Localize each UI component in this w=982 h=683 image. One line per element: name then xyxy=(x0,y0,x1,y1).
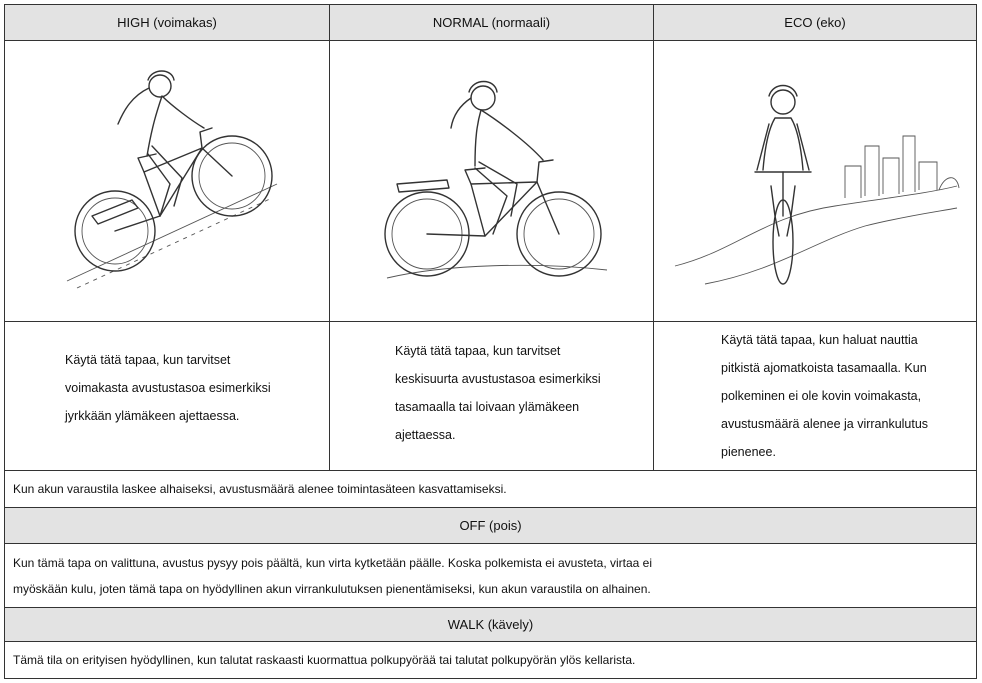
description-line: Käytä tätä tapaa, kun tarvitset xyxy=(395,344,561,358)
battery-note: Kun akun varaustila laskee alhaiseksi, a… xyxy=(13,482,507,496)
assist-mode-table: HIGH (voimakas) NORMAL (normaali) ECO (e… xyxy=(4,4,977,679)
mode-title-normal: NORMAL (normaali) xyxy=(330,5,654,40)
walk-text-row: Tämä tila on erityisen hyödyllinen, kun … xyxy=(5,642,976,678)
walk-text: Tämä tila on erityisen hyödyllinen, kun … xyxy=(13,653,636,667)
battery-note-row: Kun akun varaustila laskee alhaiseksi, a… xyxy=(5,471,976,508)
mode-title-high: HIGH (voimakas) xyxy=(5,5,330,40)
description-line: pitkistä ajomatkoista tasamaalla. Kun xyxy=(721,361,927,375)
description-line: polkeminen ei ole kovin voimakasta, xyxy=(721,389,922,403)
off-line: myöskään kulu, joten tämä tapa on hyödyl… xyxy=(13,581,651,596)
description-line: avustusmäärä alenee ja virrankulutus xyxy=(721,417,929,431)
off-text-row: Kun tämä tapa on valittuna, avustus pysy… xyxy=(5,544,976,608)
description-line: ajettaessa. xyxy=(395,428,456,442)
mode-header-row: HIGH (voimakas) NORMAL (normaali) ECO (e… xyxy=(5,5,976,41)
illustration-eco xyxy=(654,41,976,321)
description-line: keskisuurta avustustasoa esimerkiksi xyxy=(395,372,601,386)
description-line: tasamaalla tai loivaan ylämäkeen xyxy=(395,400,580,414)
off-title: OFF (pois) xyxy=(5,508,976,543)
description-high: Käytä tätä tapaa, kun tarvitset voimakas… xyxy=(5,322,330,470)
illustration-row xyxy=(5,41,976,322)
description-line: Käytä tätä tapaa, kun haluat nauttia xyxy=(721,333,918,347)
illustration-normal xyxy=(330,41,654,321)
off-line: Kun tämä tapa on valittuna, avustus pysy… xyxy=(13,555,653,570)
off-text: Kun tämä tapa on valittuna, avustus pysy… xyxy=(5,544,976,607)
illustration-high xyxy=(5,41,330,321)
description-eco: Käytä tätä tapaa, kun haluat nauttia pit… xyxy=(654,322,976,470)
description-line: Käytä tätä tapaa, kun tarvitset xyxy=(65,353,231,367)
mode-title-eco: ECO (eko) xyxy=(784,15,846,30)
cyclist-climbing-icon xyxy=(66,70,278,289)
cyclist-front-city-icon xyxy=(674,84,960,285)
walk-header-row: WALK (kävely) xyxy=(5,608,976,642)
description-normal: Käytä tätä tapaa, kun tarvitset keskisuu… xyxy=(330,322,654,470)
cyclist-cruising-icon xyxy=(383,80,607,279)
description-line: pienenee. xyxy=(721,445,776,459)
description-line: voimakasta avustustasoa esimerkiksi xyxy=(65,381,271,395)
walk-title: WALK (kävely) xyxy=(5,608,976,641)
off-header-row: OFF (pois) xyxy=(5,508,976,544)
description-row: Käytä tätä tapaa, kun tarvitset voimakas… xyxy=(5,322,976,471)
description-line: jyrkkään ylämäkeen ajettaessa. xyxy=(65,409,240,423)
